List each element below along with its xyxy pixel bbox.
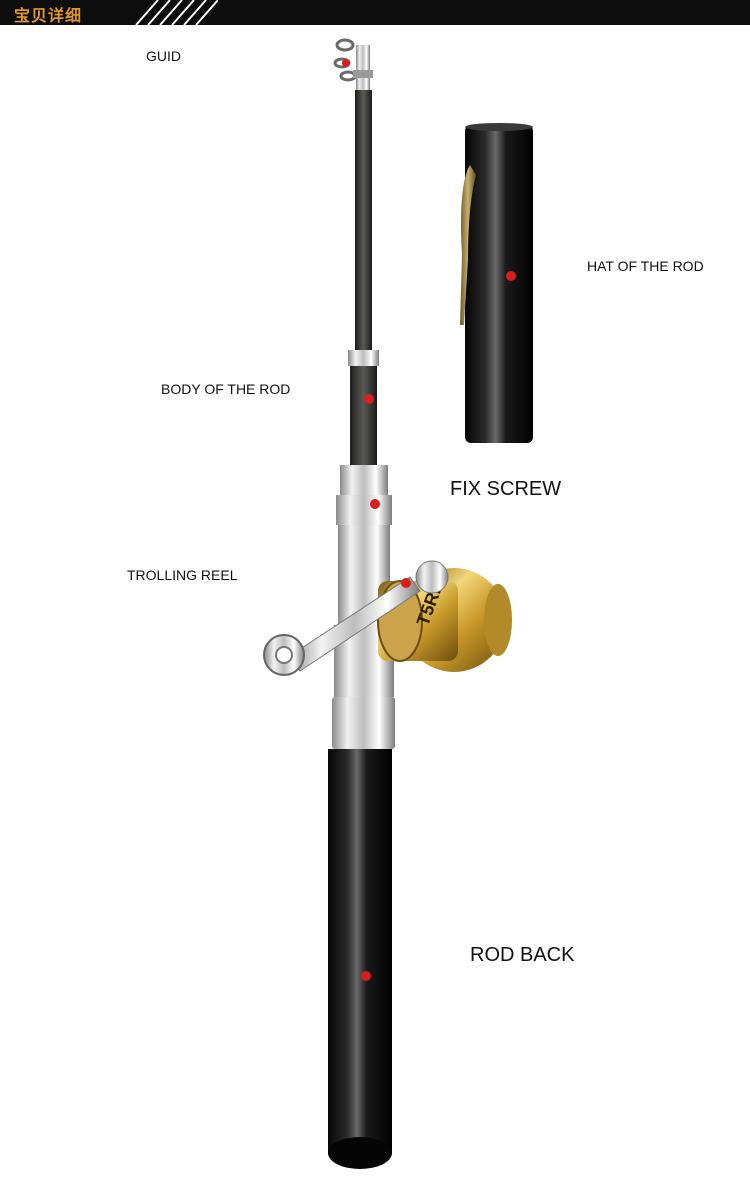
callout-hat [506, 271, 720, 281]
trolling-reel: T5RL [263, 560, 512, 676]
header-bar: 宝贝详细 [0, 0, 750, 25]
label-rod-back: ROD BACK [470, 944, 575, 966]
callout-rod-back [361, 971, 620, 981]
callout-body [158, 394, 374, 404]
callout-guid [128, 59, 350, 67]
label-body-of-the-rod: BODY OF THE ROD [161, 381, 291, 397]
label-guid: GUID [146, 48, 181, 64]
callout-fix-screw [370, 499, 590, 509]
label-hat-of-the-rod: HAT OF THE ROD [587, 258, 704, 274]
label-fix-screw: FIX SCREW [450, 478, 562, 500]
rod-cap [460, 123, 533, 443]
product-photo: T5RL [124, 38, 720, 1169]
callout-reel [124, 578, 411, 588]
rod-tip-guides [333, 38, 373, 95]
rod-handle [328, 749, 392, 1169]
header-stripes-decoration [135, 0, 218, 25]
label-trolling-reel: TROLLING REEL [127, 567, 238, 583]
rod-reel-seat [332, 625, 395, 749]
header-title: 宝贝详细 [14, 6, 83, 25]
rod-body [348, 90, 379, 466]
